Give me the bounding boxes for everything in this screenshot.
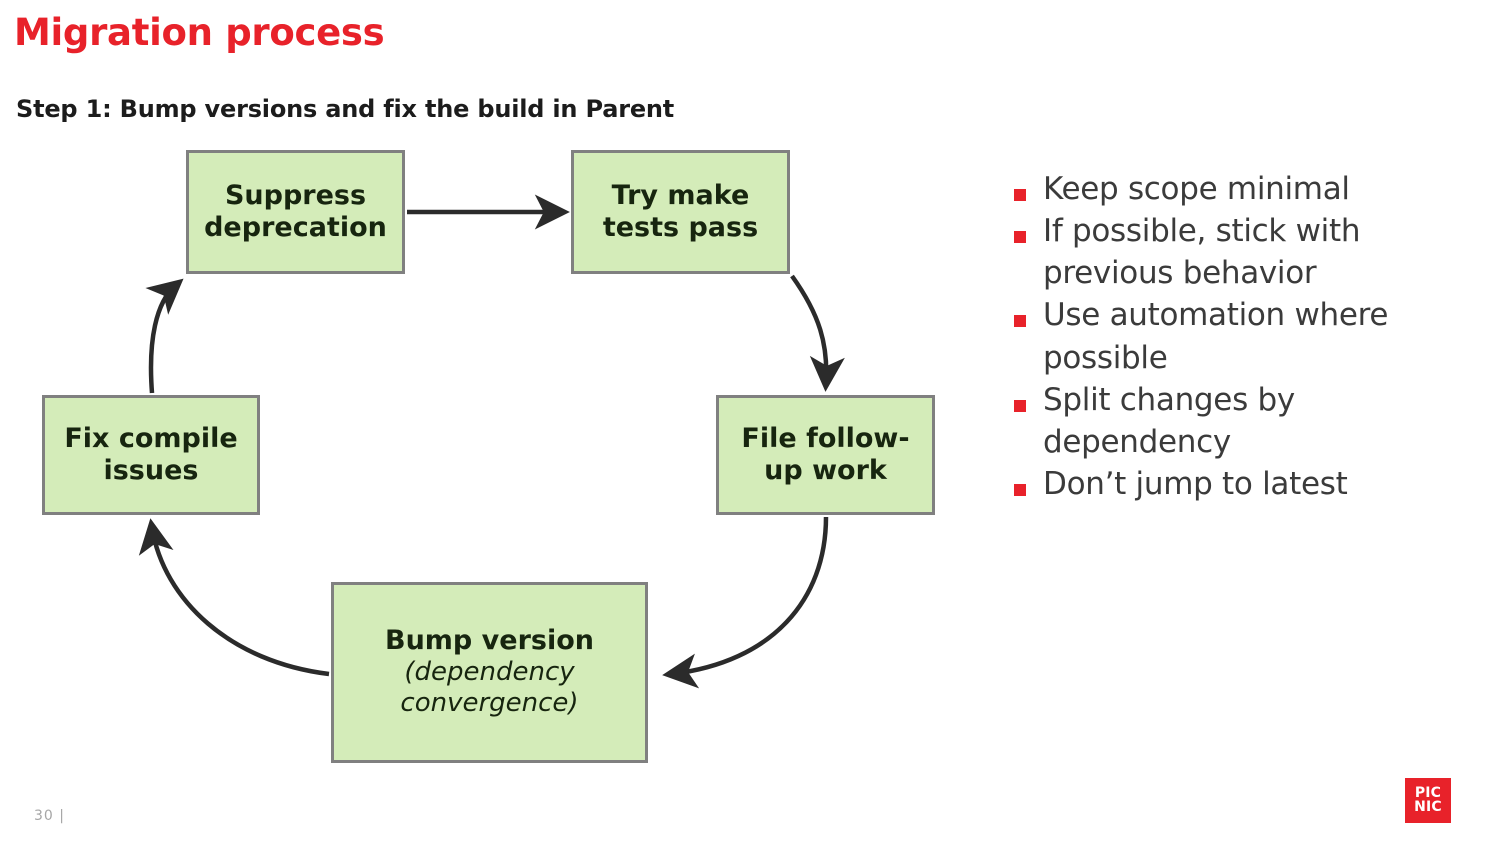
edge-filework-to-bump bbox=[662, 516, 829, 689]
node-file-follow-up-work[interactable]: File follow-up work bbox=[716, 395, 935, 515]
node-label: Fix compile issues bbox=[64, 423, 238, 486]
list-item: Use automation where possible bbox=[1014, 294, 1484, 378]
edge-trytests-to-filework bbox=[790, 274, 845, 392]
square-bullet-icon bbox=[1014, 189, 1026, 201]
edge-fixcompile-to-suppress bbox=[145, 278, 184, 394]
node-bump-version[interactable]: Bump version (dependency convergence) bbox=[331, 582, 648, 763]
page-subtitle: Step 1: Bump versions and fix the build … bbox=[16, 95, 675, 123]
square-bullet-icon bbox=[1014, 231, 1026, 244]
node-suppress-deprecation[interactable]: Suppress deprecation bbox=[186, 150, 405, 274]
bullet-label: Don’t jump to latest bbox=[1043, 466, 1348, 503]
migration-cycle-diagram: Suppress deprecation Try make tests pass… bbox=[0, 130, 980, 790]
diagram-arrow-layer bbox=[138, 194, 845, 689]
logo-line-1: PIC bbox=[1414, 784, 1442, 801]
node-try-make-tests-pass[interactable]: Try make tests pass bbox=[571, 150, 790, 274]
bullet-label: Split changes by dependency bbox=[1043, 381, 1295, 460]
guidelines-bullet-list: Keep scope minimal If possible, stick wi… bbox=[1014, 168, 1484, 505]
square-bullet-icon bbox=[1014, 399, 1026, 412]
list-item: If possible, stick with previous behavio… bbox=[1014, 210, 1484, 294]
square-bullet-icon bbox=[1014, 484, 1026, 497]
node-label: Bump version bbox=[385, 625, 594, 657]
node-sublabel: (dependency convergence) bbox=[400, 657, 579, 719]
picnic-logo: PIC NIC bbox=[1405, 778, 1451, 823]
node-label: Try make tests pass bbox=[602, 180, 759, 243]
node-label: File follow-up work bbox=[741, 423, 910, 486]
list-item: Don’t jump to latest bbox=[1014, 463, 1484, 505]
edge-bump-to-fixcompile bbox=[138, 518, 330, 677]
bullet-label: Keep scope minimal bbox=[1043, 171, 1350, 207]
node-fix-compile-issues[interactable]: Fix compile issues bbox=[42, 395, 260, 515]
page-number: 30 | bbox=[34, 808, 65, 824]
page-title: Migration process bbox=[14, 11, 385, 54]
list-item: Split changes by dependency bbox=[1014, 379, 1484, 463]
bullet-label: Use automation where possible bbox=[1043, 297, 1389, 376]
node-label: Suppress deprecation bbox=[204, 180, 387, 243]
list-item: Keep scope minimal bbox=[1014, 168, 1484, 210]
square-bullet-icon bbox=[1014, 315, 1026, 328]
bullet-label: If possible, stick with previous behavio… bbox=[1043, 213, 1361, 292]
logo-line-2: NIC bbox=[1414, 798, 1442, 815]
